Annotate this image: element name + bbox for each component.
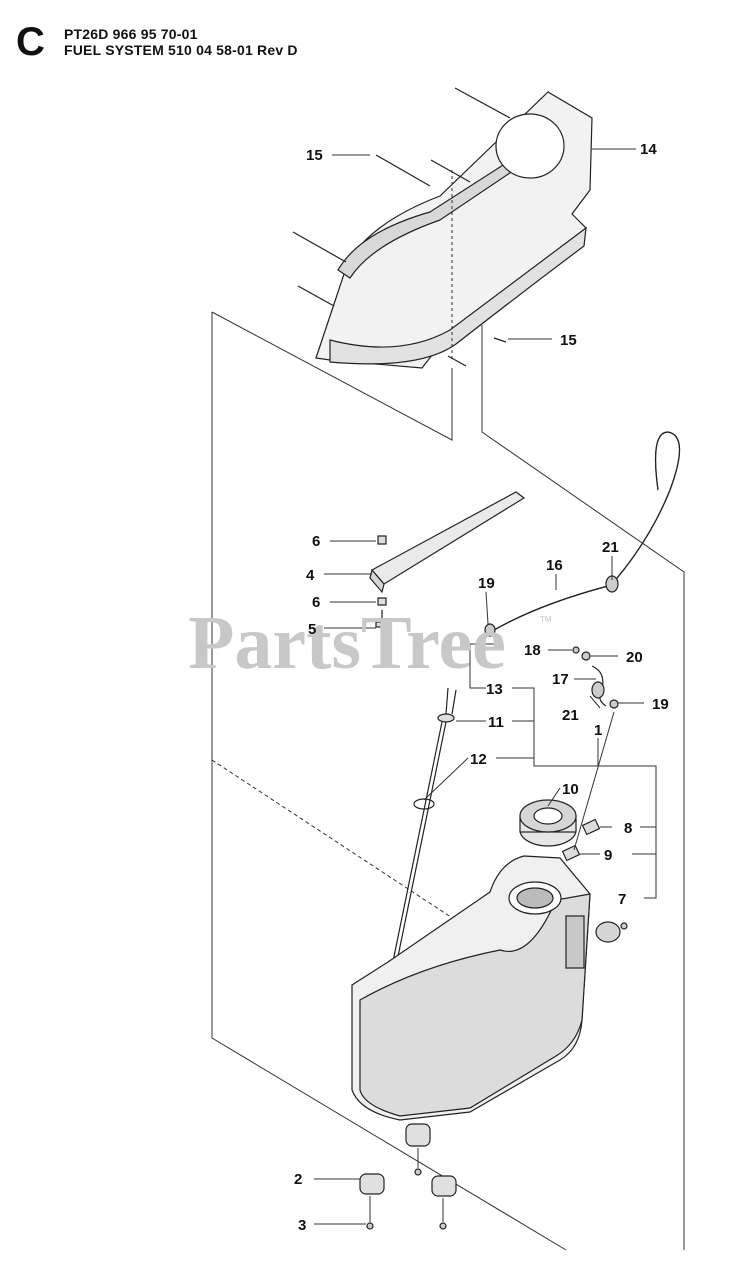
rubber-feet [359, 1123, 457, 1230]
fuel-gauge [389, 687, 457, 977]
fuel-cap [519, 799, 577, 847]
callout-7: 7 [618, 891, 626, 908]
fittings-7-8-9 [561, 818, 628, 943]
callout-16: 16 [546, 557, 563, 574]
callout-15-top: 15 [306, 147, 323, 164]
watermark-tm: TM [540, 615, 552, 624]
hood-cover [315, 91, 593, 369]
callout-11: 11 [488, 714, 504, 731]
watermark: PartsTree TM [188, 601, 552, 685]
model-number: PT26D 966 95 70-01 [64, 26, 198, 42]
diagram-title: FUEL SYSTEM 510 04 58-01 Rev D [64, 42, 298, 58]
callout-21-top: 21 [602, 539, 619, 556]
callout-10: 10 [562, 781, 579, 798]
callout-20: 20 [626, 649, 643, 666]
callout-5: 5 [308, 621, 316, 638]
bracket-channel [369, 491, 526, 594]
callout-6-bottom: 6 [312, 594, 320, 611]
leader-lines [314, 148, 657, 1225]
callout-3: 3 [298, 1217, 306, 1234]
callout-14: 14 [640, 141, 657, 158]
callout-9: 9 [604, 847, 612, 864]
callout-numbers: 15 14 15 6 4 6 5 19 16 21 18 20 17 13 21… [294, 141, 669, 1234]
section-letter: C [16, 20, 45, 64]
callout-17: 17 [552, 671, 569, 688]
callout-6-top: 6 [312, 533, 320, 550]
callout-8: 8 [624, 820, 632, 837]
callout-4: 4 [306, 567, 315, 584]
hood-screws [292, 87, 511, 367]
callout-12: 12 [470, 751, 487, 768]
callout-19-left: 19 [478, 575, 495, 592]
callout-1: 1 [594, 722, 602, 739]
fuel-tank [351, 855, 591, 1121]
fuel-hoses [484, 431, 681, 709]
watermark-text: PartsTree [188, 601, 506, 685]
callout-15-bottom: 15 [560, 332, 577, 349]
fasteners-5-6 [375, 535, 389, 628]
callout-21-bottom: 21 [562, 707, 579, 724]
callout-2: 2 [294, 1171, 302, 1188]
callout-13: 13 [486, 681, 503, 698]
callout-18: 18 [524, 642, 541, 659]
callout-19-right: 19 [652, 696, 669, 713]
